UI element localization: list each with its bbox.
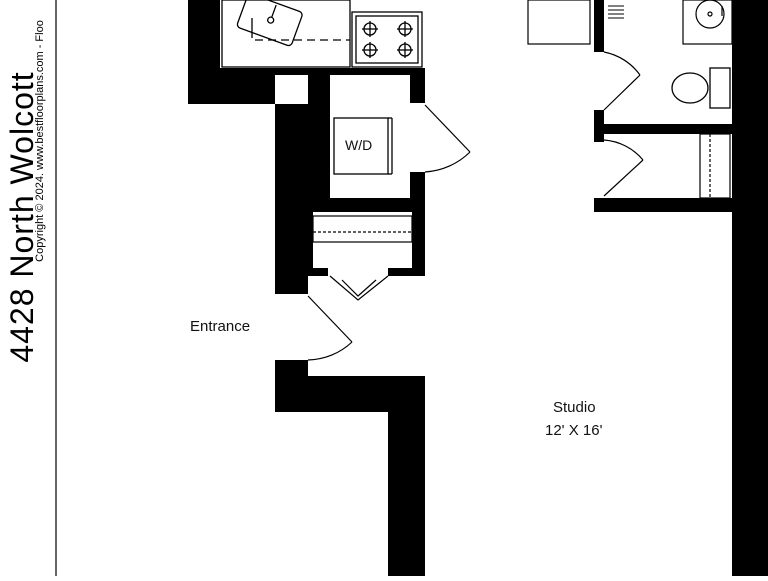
wall-closet-bottom-right bbox=[388, 268, 425, 276]
closet2-shelf-icon bbox=[699, 133, 731, 199]
wall-closet-left bbox=[308, 212, 313, 268]
room-size-studio: 12' X 16' bbox=[545, 422, 603, 439]
wall-corridor-left bbox=[275, 104, 308, 294]
appliance-label-wd: W/D bbox=[345, 137, 373, 153]
entrance-door-icon bbox=[307, 295, 353, 361]
room-label-entrance: Entrance bbox=[190, 318, 251, 335]
closet-shelf-icon bbox=[312, 215, 413, 243]
wall-wd-right-bottom bbox=[410, 172, 425, 212]
wall-closet-right bbox=[412, 212, 425, 274]
wall-wd-left bbox=[308, 75, 330, 205]
wall-closet-bottom-left bbox=[308, 268, 328, 276]
wall-wd-right-top bbox=[410, 75, 425, 103]
vanity-sink-icon bbox=[682, 0, 733, 45]
sink-icon bbox=[221, 0, 351, 68]
wall-lower-left bbox=[275, 360, 425, 576]
closet2-door-icon bbox=[603, 139, 644, 197]
walls bbox=[188, 0, 768, 576]
bathtub-icon bbox=[527, 0, 591, 45]
room-label-studio: Studio bbox=[553, 399, 596, 416]
wall-closet2-bottom bbox=[594, 198, 734, 212]
wall-closet2-left bbox=[594, 198, 604, 212]
wall-kitchen-bottom bbox=[220, 68, 425, 75]
wall-bath-left-top bbox=[594, 0, 604, 52]
toilet-icon bbox=[671, 67, 731, 109]
door-swing-icon bbox=[424, 104, 471, 173]
towel-bar-icon bbox=[608, 5, 624, 19]
wall-bath-bottom bbox=[594, 124, 734, 134]
washer-dryer-icon bbox=[333, 117, 393, 175]
closet-door-icon bbox=[329, 275, 389, 301]
bathroom-door-icon bbox=[603, 51, 641, 111]
wall-wd-bottom bbox=[308, 198, 425, 212]
stove-icon bbox=[351, 11, 423, 68]
wall-right bbox=[732, 0, 768, 576]
wall-kitchen-left bbox=[188, 0, 275, 104]
